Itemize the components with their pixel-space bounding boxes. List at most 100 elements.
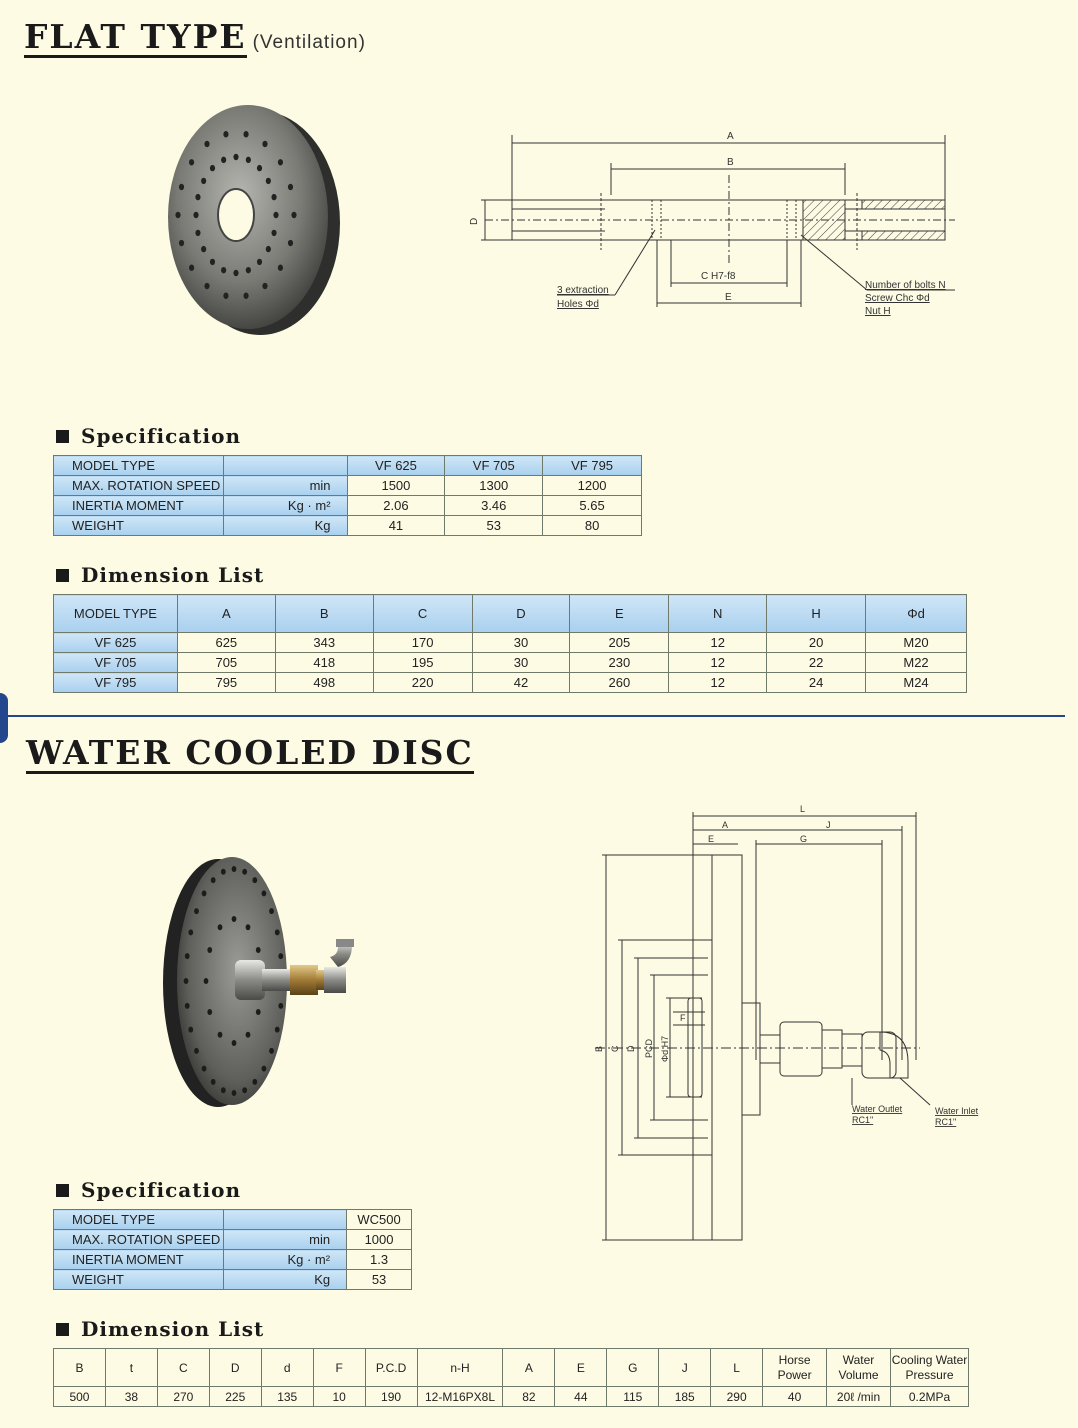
spec-unit: Kg bbox=[222, 1269, 348, 1290]
holes-label-1: 3 extraction bbox=[557, 285, 609, 296]
column-header: D bbox=[208, 1348, 262, 1387]
column-header: Φd bbox=[865, 594, 967, 633]
bolt-hole bbox=[243, 292, 249, 299]
column-header: A bbox=[502, 1348, 556, 1387]
table-cell: 24 bbox=[766, 672, 867, 693]
bolt-hole bbox=[278, 1002, 284, 1009]
table-cell: 290 bbox=[710, 1386, 764, 1407]
bolt-hole bbox=[252, 877, 258, 884]
table-cell: 115 bbox=[606, 1386, 660, 1407]
square-bullet-icon bbox=[56, 568, 69, 582]
dim-label-c: C bbox=[610, 1045, 620, 1052]
dim-label-b: B bbox=[594, 1046, 604, 1052]
table-cell: 10 bbox=[312, 1386, 366, 1407]
table-cell: 705 bbox=[176, 652, 276, 673]
spec-label: WEIGHT bbox=[53, 1269, 224, 1290]
column-header: L bbox=[710, 1348, 764, 1387]
bolt-hole bbox=[209, 164, 216, 172]
column-header: D bbox=[471, 594, 571, 633]
dim-label-b: B bbox=[727, 157, 734, 168]
flat-dims-heading: Dimension List bbox=[56, 563, 264, 587]
spec-unit: Kg bbox=[222, 515, 348, 536]
spec-cell: VF 705 bbox=[444, 455, 544, 476]
bolts-label-3: Nut H bbox=[865, 306, 891, 317]
spec-unit bbox=[222, 455, 348, 476]
square-bullet-icon bbox=[56, 1183, 69, 1197]
bolt-hole bbox=[231, 1090, 237, 1096]
bolt-hole bbox=[277, 159, 284, 166]
water-outlet-size: RC1" bbox=[852, 1115, 873, 1125]
spec-unit: min bbox=[222, 1229, 348, 1250]
column-header: t bbox=[104, 1348, 158, 1387]
bolt-hole bbox=[287, 239, 294, 247]
flat-type-subtitle: (Ventilation) bbox=[252, 32, 366, 53]
holes-label-2: Holes Φd bbox=[557, 299, 599, 310]
square-bullet-icon bbox=[56, 1322, 69, 1336]
table-cell: 795 bbox=[176, 672, 276, 693]
table-cell: 170 bbox=[372, 632, 473, 653]
spec-cell: 80 bbox=[542, 515, 642, 536]
bolt-hole bbox=[271, 193, 277, 201]
bolt-hole bbox=[220, 1087, 226, 1094]
water-cooled-drawing: L A J E G B C D PCD Φd H7 F Water Outlet… bbox=[594, 804, 979, 1241]
column-header-line: Water bbox=[842, 1352, 875, 1367]
table-cell: M24 bbox=[865, 672, 967, 693]
spec-cell: 53 bbox=[346, 1269, 412, 1290]
bolt-hole bbox=[243, 131, 249, 138]
dim-label-c: C H7-f8 bbox=[701, 271, 736, 282]
spec-cell: 1.3 bbox=[346, 1249, 412, 1270]
dim-label-l: L bbox=[800, 804, 805, 814]
bolt-hole bbox=[188, 264, 195, 271]
column-header-line: Pressure bbox=[905, 1367, 954, 1382]
bolt-hole bbox=[242, 868, 248, 875]
bolt-hole bbox=[207, 1009, 213, 1015]
table-cell: VF 705 bbox=[53, 652, 178, 673]
column-header: G bbox=[606, 1348, 660, 1387]
spec-cell: 41 bbox=[346, 515, 446, 536]
bolt-hole bbox=[271, 229, 277, 237]
table-cell: 418 bbox=[274, 652, 374, 673]
spec-cell: VF 625 bbox=[346, 455, 446, 476]
dim-label-a: A bbox=[722, 820, 728, 830]
bolt-hole bbox=[245, 266, 251, 274]
dim-label-e: E bbox=[725, 292, 732, 303]
bolt-hole bbox=[287, 183, 294, 191]
bolt-hole bbox=[178, 183, 185, 191]
bolt-hole bbox=[221, 156, 227, 164]
table-cell: 225 bbox=[208, 1386, 262, 1407]
bolt-hole bbox=[252, 1078, 258, 1085]
table-cell: 205 bbox=[569, 632, 670, 653]
table-cell: 625 bbox=[176, 632, 276, 653]
bolt-hole bbox=[204, 140, 210, 148]
bolt-hole bbox=[184, 953, 190, 960]
table-cell: 12 bbox=[668, 632, 768, 653]
column-header: P.C.D bbox=[364, 1348, 418, 1387]
water-inlet-size: RC1" bbox=[935, 1117, 956, 1127]
bolt-hole bbox=[217, 1031, 223, 1038]
bolt-hole bbox=[210, 877, 216, 884]
spec-unit: Kg · m² bbox=[222, 495, 348, 516]
column-header: n-H bbox=[416, 1348, 504, 1387]
spec-cell: WC500 bbox=[346, 1209, 412, 1230]
bolt-hole bbox=[220, 868, 226, 875]
table-cell: 22 bbox=[766, 652, 867, 673]
bolt-hole bbox=[262, 140, 268, 148]
bolt-hole bbox=[231, 1040, 237, 1046]
flat-type-header: FLAT TYPE (Ventilation) bbox=[24, 20, 366, 58]
column-header: J bbox=[658, 1348, 712, 1387]
bolt-hole bbox=[277, 264, 284, 271]
dim-label-d: D bbox=[469, 218, 480, 225]
table-cell: 500 bbox=[53, 1386, 106, 1407]
bolt-hole bbox=[274, 929, 280, 936]
table-cell: 135 bbox=[260, 1386, 314, 1407]
column-header-line: Horse bbox=[778, 1352, 811, 1367]
bolt-hole bbox=[233, 153, 239, 161]
flat-type-title: FLAT TYPE bbox=[24, 17, 247, 58]
column-header: C bbox=[156, 1348, 210, 1387]
dim-label-pcd: PCD bbox=[644, 1038, 654, 1058]
column-header-line: Volume bbox=[838, 1367, 879, 1382]
column-header: E bbox=[554, 1348, 608, 1387]
column-header: H bbox=[766, 594, 867, 633]
bolt-hole bbox=[195, 193, 201, 201]
